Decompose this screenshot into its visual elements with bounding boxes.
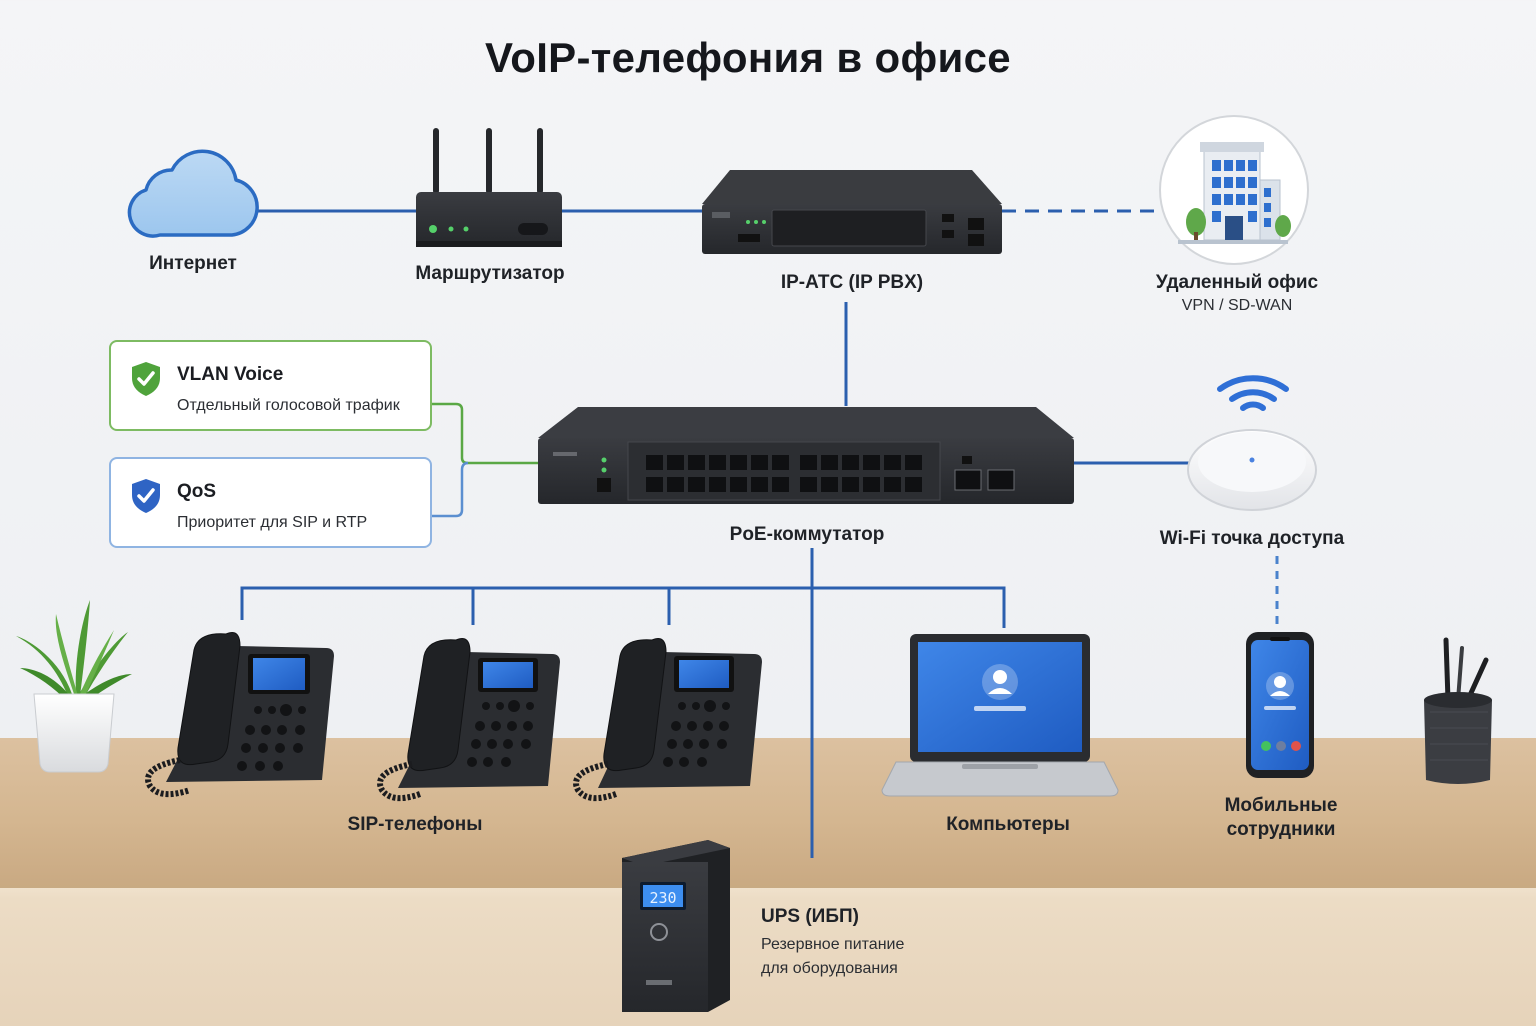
sip-phones-label: SIP-телефоны [347, 814, 483, 835]
laptop-icon [881, 634, 1119, 797]
ups-sub-line2: для оборудования [761, 960, 898, 977]
mobile-label: Мобильные сотрудники [1200, 794, 1362, 842]
ups-sublabel: Резервное питание для оборудования [761, 933, 904, 981]
wifi-ap-label: Wi-Fi точка доступа [1159, 528, 1345, 549]
qos-card: QoS Приоритет для SIP и RTP [109, 457, 432, 548]
pbx-icon [702, 170, 1002, 254]
switch-icon [538, 407, 1074, 504]
internet-label: Интернет [149, 253, 237, 274]
page-title: VoIP-телефония в офисе [485, 34, 1011, 81]
wifi-icon [1217, 375, 1289, 411]
desk-front-edge [0, 886, 1536, 1026]
router-icon [416, 128, 562, 247]
vlan-voice-card: VLAN Voice Отдельный голосовой трафик [109, 340, 432, 431]
shield-check-icon [132, 362, 160, 396]
card-connectors [432, 402, 538, 518]
pbx-label: IP-АТС (IP PBX) [780, 272, 924, 293]
ups-icon: 230 [622, 840, 730, 1012]
poe-switch-label: PoE-коммутатор [729, 524, 885, 545]
connection-lines [240, 209, 1279, 858]
plant-icon [16, 600, 132, 773]
qos-card-title: QoS [177, 481, 217, 502]
router-label: Маршрутизатор [415, 263, 565, 284]
shield-check-icon [132, 479, 160, 513]
qos-card-text: Приоритет для SIP и RTP [177, 514, 368, 531]
ip-phone-icon [145, 632, 762, 802]
building-icon [1159, 115, 1309, 265]
ups-sub-line1: Резервное питание [761, 936, 905, 953]
remote-office-label: Удаленный офис [1155, 272, 1319, 293]
computers-label: Компьютеры [946, 814, 1070, 835]
mobile-label-line2: сотрудники [1226, 819, 1336, 840]
smartphone-icon [1246, 632, 1314, 778]
vlan-card-text: Отдельный голосовой трафик [177, 397, 400, 414]
pen-holder-icon [1424, 637, 1492, 784]
vlan-card-title: VLAN Voice [177, 364, 284, 385]
mobile-label-line1: Мобильные [1224, 795, 1338, 816]
ups-display: 230 [649, 889, 676, 907]
access-point-icon [1187, 429, 1317, 511]
ups-label: UPS (ИБП) [761, 906, 859, 927]
remote-office-sublabel: VPN / SD-WAN [1181, 297, 1293, 314]
cloud-icon [127, 149, 259, 238]
